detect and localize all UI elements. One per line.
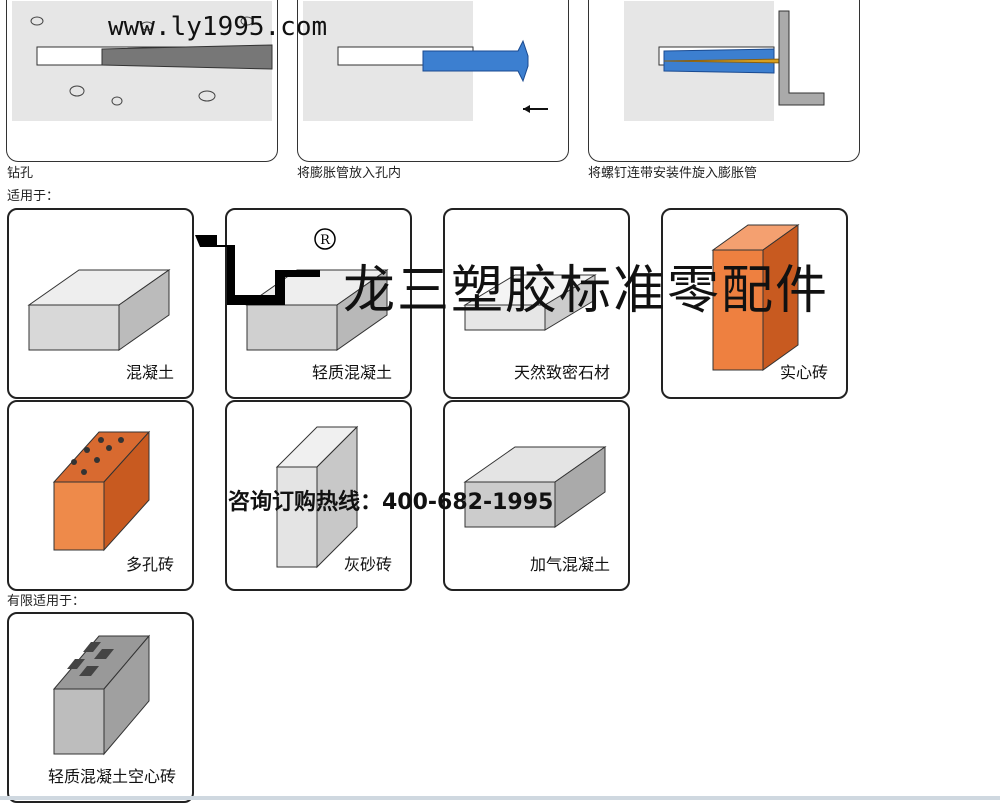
limited-heading: 有限适用于： bbox=[7, 594, 86, 609]
natural-stone-slab-icon bbox=[463, 274, 597, 331]
material-label: 灰砂砖 bbox=[343, 555, 392, 574]
material-card-solid-brick: 实心砖 bbox=[661, 208, 848, 399]
step-insert-panel bbox=[297, 0, 569, 162]
material-card-perforated-brick: 多孔砖 bbox=[7, 400, 194, 591]
concrete-block-icon bbox=[27, 269, 171, 351]
brand-logo: R bbox=[195, 228, 336, 305]
material-label: 天然致密石材 bbox=[513, 363, 610, 382]
step-screw-panel bbox=[588, 0, 860, 162]
material-label: 轻质混凝土空心砖 bbox=[47, 767, 176, 786]
insert-anchor-illustration bbox=[303, 1, 548, 121]
sand-lime-brick-icon bbox=[275, 425, 359, 569]
material-card-aerated-concrete: 加气混凝土 bbox=[443, 400, 630, 591]
hollow-block-icon bbox=[52, 634, 151, 756]
watermark-url: www.ly1995.com bbox=[108, 12, 328, 42]
material-label: 轻质混凝土 bbox=[311, 363, 392, 382]
step-drill-panel bbox=[6, 0, 278, 162]
screw-fix-illustration bbox=[624, 1, 825, 121]
material-card-hollow-block: 轻质混凝土空心砖 bbox=[7, 612, 194, 803]
registered-mark: R bbox=[320, 233, 331, 248]
step-caption-insert: 将膨胀管放入孔内 bbox=[297, 166, 402, 181]
bottom-border bbox=[0, 796, 1000, 800]
suitable-heading: 适用于： bbox=[7, 189, 60, 204]
solid-brick-icon bbox=[711, 224, 800, 371]
material-card-natural-stone: 天然致密石材 bbox=[443, 208, 630, 399]
material-label: 混凝土 bbox=[125, 363, 174, 382]
brand-name: 龙三塑胶标准零配件 bbox=[343, 261, 830, 321]
material-card-sand-lime-brick: 灰砂砖 bbox=[225, 400, 412, 591]
material-label: 多孔砖 bbox=[125, 555, 174, 574]
material-label: 加气混凝土 bbox=[529, 555, 610, 574]
material-card-concrete: 混凝土 bbox=[7, 208, 194, 399]
material-label: 实心砖 bbox=[779, 363, 828, 382]
drill-illustration bbox=[12, 1, 273, 121]
perforated-brick-icon bbox=[52, 430, 151, 552]
aerated-concrete-block-icon bbox=[463, 446, 607, 528]
step-caption-drill: 钻孔 bbox=[7, 166, 34, 181]
hotline-text: 咨询订购热线：400-682-1995 bbox=[228, 490, 554, 515]
step-caption-screw: 将螺钉连带安装件旋入膨胀管 bbox=[588, 166, 758, 181]
